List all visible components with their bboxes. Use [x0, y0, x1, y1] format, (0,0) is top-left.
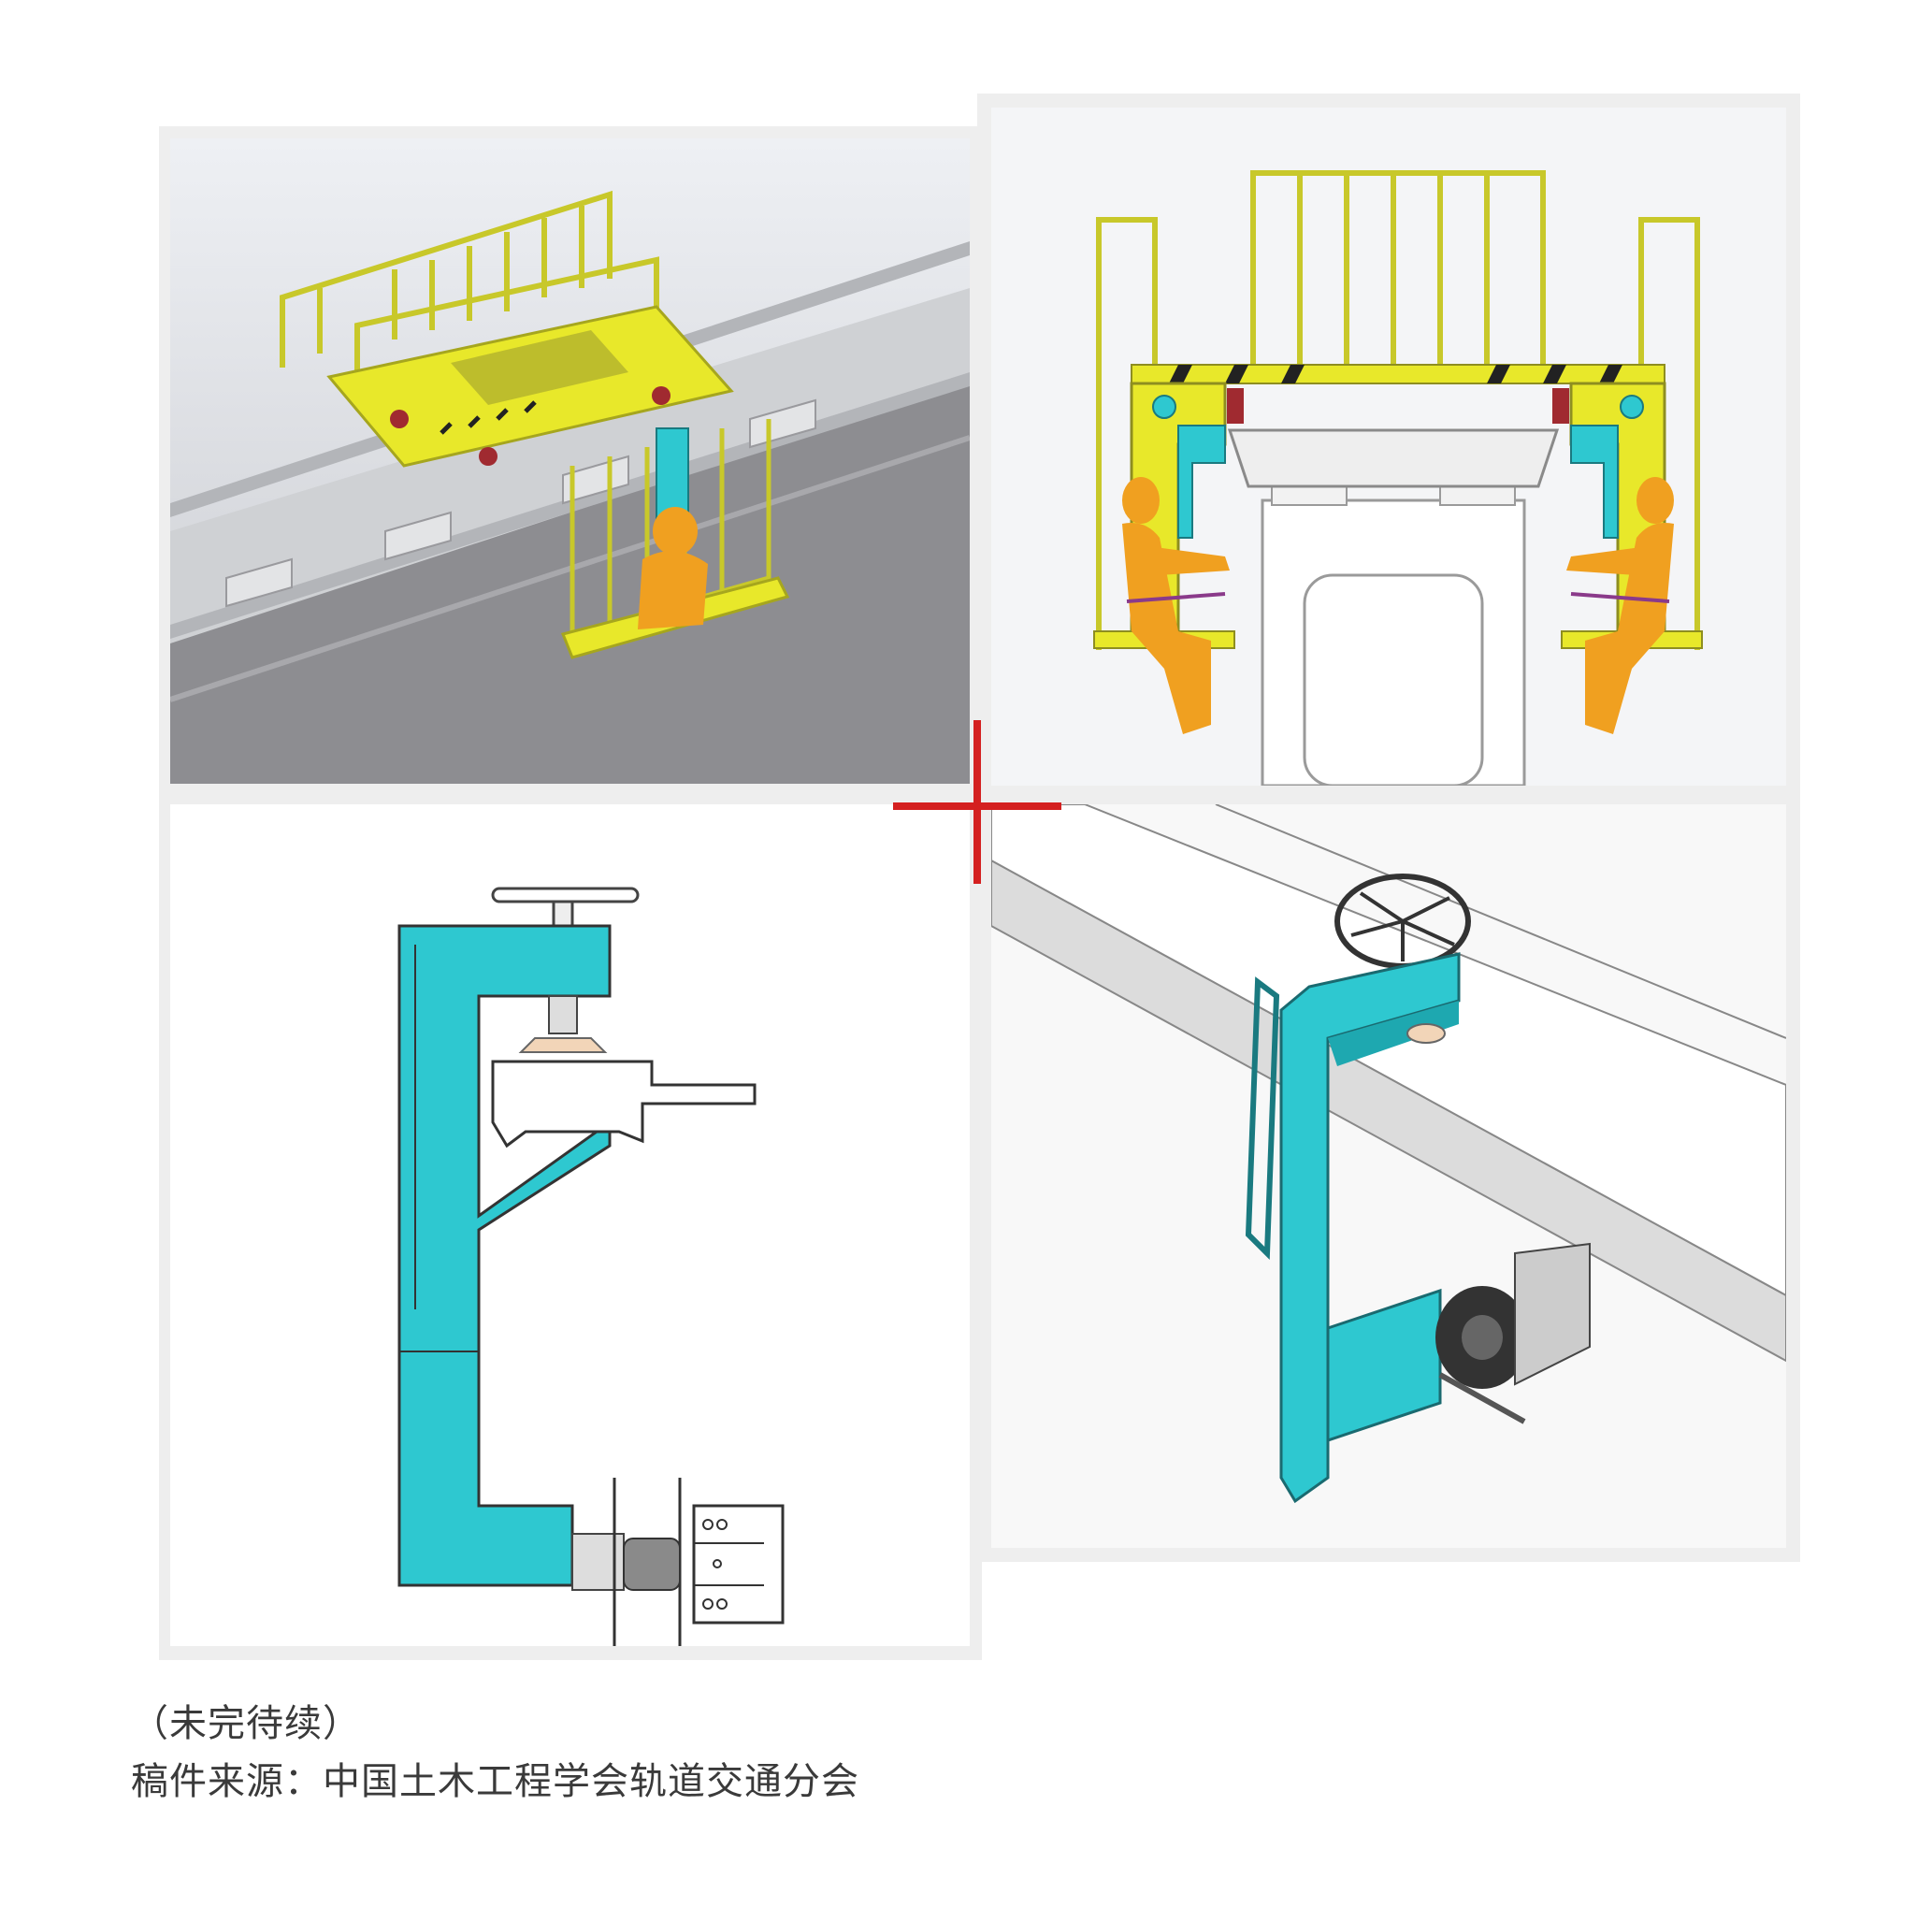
to-be-continued-note: （未完待续） — [131, 1702, 361, 1745]
panel-trolley-isometric — [170, 138, 970, 784]
trolley-front-drawing — [991, 108, 1786, 786]
panel-bracket-isometric — [991, 804, 1786, 1548]
bracket-isometric-drawing — [991, 804, 1786, 1548]
crosshair-vertical — [973, 720, 981, 884]
panel-trolley-front-section — [991, 108, 1786, 786]
source-credit: 稿件来源：中国土木工程学会轨道交通分会 — [131, 1760, 859, 1803]
panel-bracket-elevation — [170, 804, 970, 1646]
trolley-isometric-drawing — [170, 138, 970, 784]
bracket-elevation-drawing — [397, 887, 785, 1646]
